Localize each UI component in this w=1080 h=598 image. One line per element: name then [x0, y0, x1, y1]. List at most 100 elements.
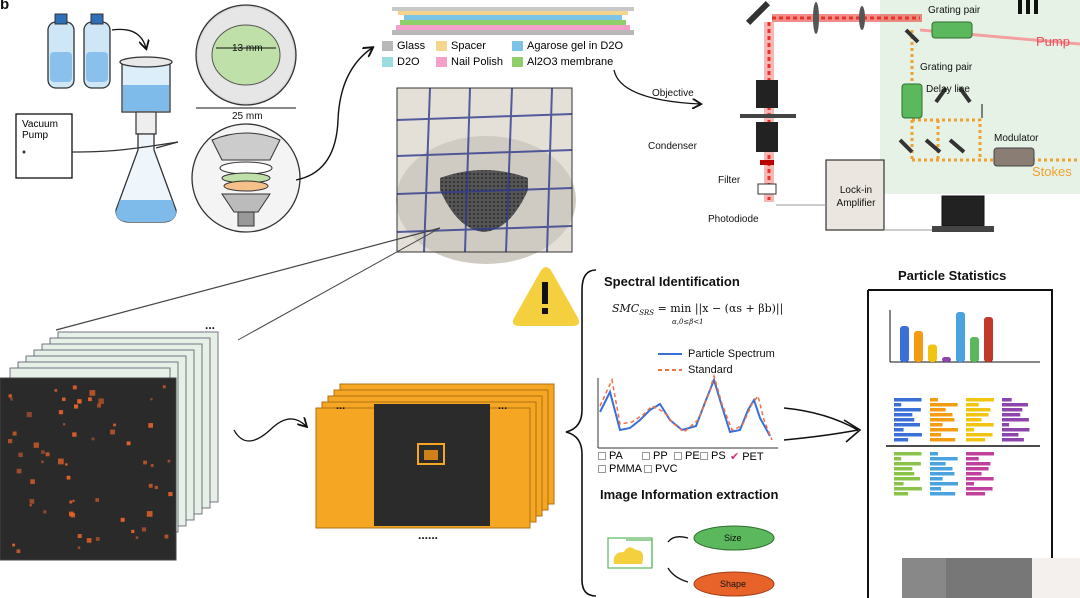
polymer-pe: PE	[674, 450, 700, 462]
particle-dot	[143, 460, 147, 465]
histogram-bar	[966, 462, 991, 466]
stat-bar	[956, 312, 965, 362]
particle-dot	[150, 464, 154, 467]
particle-dot	[43, 510, 47, 514]
histogram-bar	[966, 492, 986, 496]
histogram-bar	[966, 482, 975, 486]
histogram-bar	[1002, 433, 1019, 437]
histogram-bar	[1002, 423, 1010, 427]
equation-rhs: = min ||x − (αs + βb)||	[657, 302, 784, 315]
polymer-pp: PP	[642, 450, 668, 462]
histogram-bar	[894, 457, 902, 461]
frame-dots-left: ...	[336, 400, 346, 412]
polymer-pvc-label: PVC	[655, 463, 678, 475]
filter-flask	[115, 56, 179, 223]
particle-dot	[72, 499, 75, 502]
particle-dot	[89, 389, 96, 396]
histogram-bar	[1002, 438, 1024, 442]
particle-dot	[113, 423, 116, 427]
legend-nail-polish: Nail Polish	[436, 56, 503, 68]
to-stats-arrow	[783, 407, 859, 441]
polymer-pe-label: PE	[685, 450, 700, 462]
histogram-bar	[1002, 408, 1023, 412]
histogram-bar	[930, 418, 955, 422]
spectral-title: Spectral Identification	[604, 274, 740, 289]
stat-bar	[928, 344, 937, 362]
particle-dot	[168, 491, 173, 497]
histogram-bar	[966, 438, 986, 442]
histogram-bar	[894, 408, 921, 412]
lockin-label: Lock-in Amplifier	[836, 185, 876, 209]
histogram-bar	[930, 487, 942, 491]
particle-dot	[54, 389, 58, 392]
pump-label: Pump	[1036, 34, 1070, 49]
particle-dot	[135, 536, 139, 539]
statistics-panel	[867, 289, 1080, 598]
histogram-bar	[1002, 418, 1029, 422]
histogram-bar	[930, 457, 958, 461]
histogram-bar	[930, 408, 946, 412]
histogram-bar	[930, 433, 942, 437]
smc-equation: SMCSRS = min ||x − (αs + βb)||	[612, 302, 783, 317]
stat-bar	[942, 357, 951, 362]
particle-dot	[126, 441, 131, 446]
particle-dot	[8, 394, 12, 398]
legend-glass: Glass	[382, 40, 425, 52]
particle-dot	[41, 450, 45, 454]
particle-dot	[58, 410, 64, 415]
histogram-bar	[894, 452, 922, 456]
modulator-label: Modulator	[994, 133, 1039, 144]
legend-membrane-swatch	[512, 57, 523, 67]
particle-dot	[77, 399, 82, 404]
warning-icon	[512, 267, 580, 326]
particle-dot	[146, 511, 153, 517]
polymer-ps-label: PS	[711, 450, 726, 462]
histogram-bar	[966, 398, 994, 402]
histogram-bar	[894, 418, 915, 422]
legend-agarose-swatch	[512, 41, 523, 51]
particle-dot	[29, 499, 35, 504]
to-stack-arrow	[295, 48, 372, 181]
particle-dot	[16, 468, 22, 474]
equation-lhs: SMC	[612, 302, 640, 315]
histogram-bar	[966, 413, 989, 417]
histogram-bar	[894, 423, 920, 427]
polymer-pa-label: PA	[609, 450, 623, 462]
particle-dot	[68, 511, 74, 517]
histogram-bar	[1002, 398, 1012, 402]
legend-d2o-label: D2O	[397, 56, 420, 68]
histogram-bar	[930, 467, 953, 471]
histogram-bar	[966, 423, 994, 427]
particle-dot	[131, 529, 135, 534]
particle-dot	[162, 385, 166, 389]
histogram-bar	[966, 408, 991, 412]
outer-diameter-label: 25 mm	[232, 111, 263, 122]
histogram-bar	[930, 462, 946, 466]
polymer-pet: ✔PET	[730, 450, 764, 464]
particle-dot	[148, 483, 153, 488]
histogram-bar	[966, 433, 993, 437]
particle-dot	[91, 437, 95, 441]
particle-dot	[88, 397, 92, 402]
particle-dot	[69, 500, 73, 504]
histogram-bar	[930, 423, 943, 427]
equation-sub: SRS	[639, 309, 655, 318]
histogram-bar	[930, 477, 943, 481]
particle-dot	[95, 537, 100, 541]
membrane-disc	[195, 4, 297, 109]
vacuum-pump	[15, 113, 179, 179]
histogram-bar	[966, 403, 979, 407]
particle-dot	[86, 538, 92, 543]
legend-membrane: Al2O3 membrane	[512, 56, 613, 68]
histogram-bar	[930, 492, 956, 496]
particle-dot	[164, 534, 169, 539]
stat-bar	[984, 317, 993, 362]
histogram-bar	[894, 438, 909, 442]
particle-dot	[167, 459, 171, 463]
particle-dot	[66, 475, 71, 480]
histogram-bar	[930, 472, 955, 476]
particle-dot	[120, 517, 125, 522]
histogram-bar	[930, 413, 953, 417]
grating-pair-2-label: Grating pair	[920, 62, 973, 73]
